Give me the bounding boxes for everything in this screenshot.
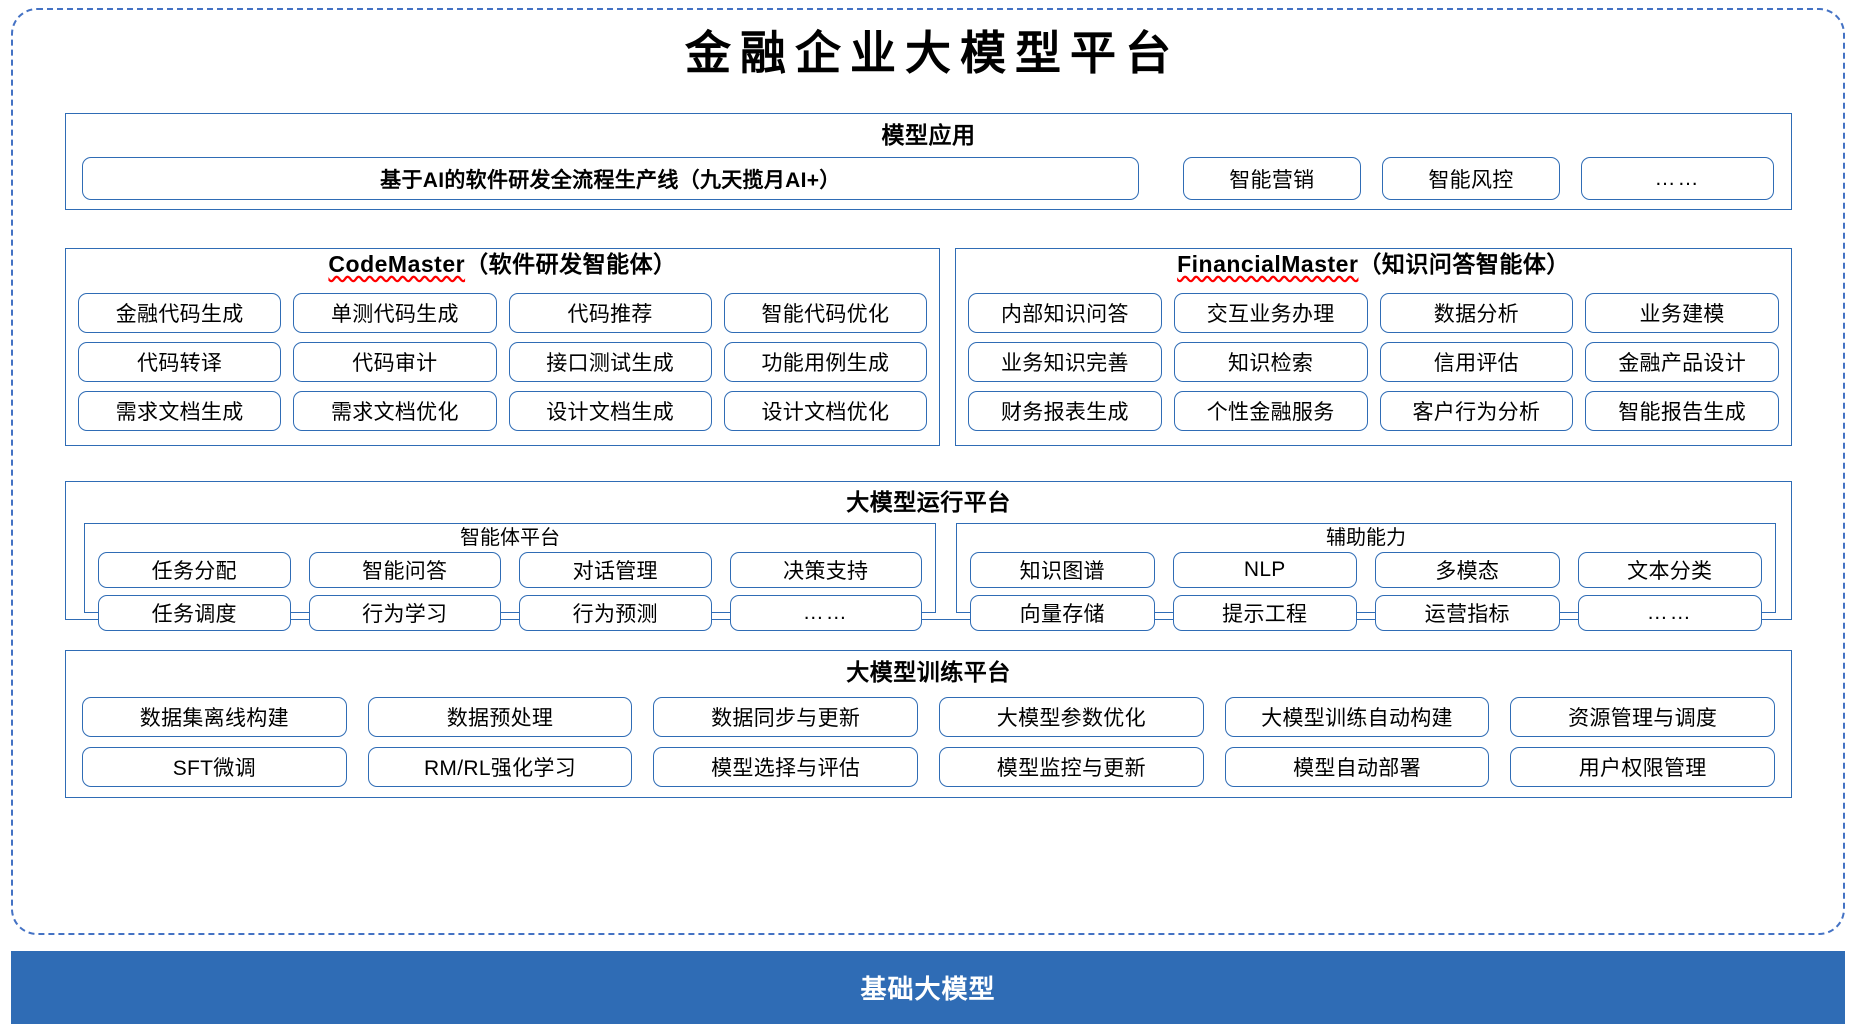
financialmaster-capability-10[interactable]: 客户行为分析 (1379, 391, 1574, 431)
codemaster-capability-grid: 金融代码生成 单测代码生成 代码推荐 智能代码优化 代码转译 代码审计 接口测试… (78, 293, 927, 431)
subsection-title-auxiliary-capability: 辅助能力 (1326, 527, 1406, 549)
financialmaster-capability-1[interactable]: 交互业务办理 (1173, 293, 1368, 333)
financialmaster-capability-9[interactable]: 个性金融服务 (1173, 391, 1368, 431)
section-training-platform: 大模型训练平台 数据集离线构建 数据预处理 数据同步与更新 大模型参数优化 大模… (65, 650, 1792, 798)
financialmaster-capability-4[interactable]: 业务知识完善 (968, 342, 1162, 382)
training-item-6[interactable]: SFT微调 (82, 747, 347, 787)
financialmaster-name-suffix: （知识问答智能体） (1358, 251, 1570, 277)
application-item-0[interactable]: 智能营销 (1182, 157, 1361, 200)
financialmaster-capability-0[interactable]: 内部知识问答 (968, 293, 1162, 333)
agent-platform-item-4[interactable]: 任务调度 (98, 595, 291, 631)
codemaster-capability-4[interactable]: 代码转译 (78, 342, 282, 382)
financialmaster-capability-grid: 内部知识问答 交互业务办理 数据分析 业务建模 业务知识完善 知识检索 信用评估… (968, 293, 1779, 431)
codemaster-capability-10[interactable]: 设计文档生成 (508, 391, 712, 431)
auxiliary-item-5[interactable]: 提示工程 (1172, 595, 1357, 631)
section-runtime-platform: 大模型运行平台 智能体平台 任务分配 智能问答 对话管理 决策支持 任务调度 行… (65, 481, 1792, 631)
codemaster-capability-5[interactable]: 代码审计 (293, 342, 497, 382)
training-item-11[interactable]: 用户权限管理 (1510, 747, 1775, 787)
training-item-8[interactable]: 模型选择与评估 (653, 747, 918, 787)
financialmaster-capability-3[interactable]: 业务建模 (1585, 293, 1779, 333)
auxiliary-item-1[interactable]: NLP (1172, 552, 1357, 588)
section-title-runtime-platform: 大模型运行平台 (846, 489, 1011, 515)
financialmaster-capability-7[interactable]: 金融产品设计 (1585, 342, 1779, 382)
agent-platform-item-grid: 任务分配 智能问答 对话管理 决策支持 任务调度 行为学习 行为预测 …… (98, 552, 922, 631)
foundation-model-bar: 基础大模型 (11, 951, 1845, 1024)
training-item-4[interactable]: 大模型训练自动构建 (1224, 697, 1490, 737)
codemaster-capability-11[interactable]: 设计文档优化 (723, 391, 927, 431)
codemaster-capability-3[interactable]: 智能代码优化 (723, 293, 927, 333)
diagram-outer-frame (11, 8, 1845, 935)
subsection-auxiliary-capability: 辅助能力 知识图谱 NLP 多模态 文本分类 向量存储 提示工程 运营指标 …… (956, 523, 1776, 631)
auxiliary-item-0[interactable]: 知识图谱 (970, 552, 1155, 588)
codemaster-capability-0[interactable]: 金融代码生成 (78, 293, 282, 333)
agent-platform-item-2[interactable]: 对话管理 (519, 552, 712, 588)
financialmaster-capability-2[interactable]: 数据分析 (1379, 293, 1574, 333)
page-title: 金融企业大模型平台 (685, 26, 1180, 80)
section-title-training-platform: 大模型训练平台 (846, 659, 1011, 685)
financialmaster-capability-6[interactable]: 信用评估 (1379, 342, 1574, 382)
section-agent-financialmaster: FinancialMaster（知识问答智能体） 内部知识问答 交互业务办理 数… (955, 248, 1792, 446)
codemaster-name: CodeMaster (328, 251, 466, 277)
application-item-more[interactable]: …… (1581, 157, 1774, 200)
agent-platform-item-0[interactable]: 任务分配 (98, 552, 291, 588)
financialmaster-capability-5[interactable]: 知识检索 (1173, 342, 1368, 382)
auxiliary-item-2[interactable]: 多模态 (1375, 552, 1560, 588)
auxiliary-item-4[interactable]: 向量存储 (970, 595, 1155, 631)
auxiliary-capability-item-grid: 知识图谱 NLP 多模态 文本分类 向量存储 提示工程 运营指标 …… (970, 552, 1762, 631)
financialmaster-capability-8[interactable]: 财务报表生成 (968, 391, 1162, 431)
training-item-0[interactable]: 数据集离线构建 (82, 697, 347, 737)
training-item-10[interactable]: 模型自动部署 (1224, 747, 1490, 787)
section-agent-codemaster: CodeMaster（软件研发智能体） 金融代码生成 单测代码生成 代码推荐 智… (65, 248, 940, 446)
auxiliary-item-more[interactable]: …… (1577, 595, 1762, 631)
financialmaster-name: FinancialMaster (1177, 251, 1359, 277)
codemaster-capability-8[interactable]: 需求文档生成 (78, 391, 282, 431)
subsection-agent-platform: 智能体平台 任务分配 智能问答 对话管理 决策支持 任务调度 行为学习 行为预测… (84, 523, 936, 631)
training-item-1[interactable]: 数据预处理 (367, 697, 633, 737)
codemaster-capability-2[interactable]: 代码推荐 (508, 293, 712, 333)
agent-platform-item-6[interactable]: 行为预测 (519, 595, 712, 631)
codemaster-capability-6[interactable]: 接口测试生成 (508, 342, 712, 382)
training-item-2[interactable]: 数据同步与更新 (653, 697, 918, 737)
section-title-financialmaster: FinancialMaster（知识问答智能体） (956, 249, 1791, 279)
section-model-applications: 模型应用 基于AI的软件研发全流程生产线（九天揽月AI+） 智能营销 智能风控 … (65, 113, 1792, 210)
model-applications-row: 基于AI的软件研发全流程生产线（九天揽月AI+） 智能营销 智能风控 …… (82, 157, 1774, 200)
application-primary-pipeline[interactable]: 基于AI的软件研发全流程生产线（九天揽月AI+） (82, 157, 1139, 200)
subsection-title-agent-platform: 智能体平台 (460, 527, 560, 549)
codemaster-capability-9[interactable]: 需求文档优化 (293, 391, 497, 431)
training-item-9[interactable]: 模型监控与更新 (938, 747, 1204, 787)
codemaster-name-suffix: （软件研发智能体） (465, 251, 677, 277)
auxiliary-item-3[interactable]: 文本分类 (1577, 552, 1762, 588)
agent-platform-item-1[interactable]: 智能问答 (308, 552, 501, 588)
codemaster-capability-1[interactable]: 单测代码生成 (293, 293, 497, 333)
section-title-codemaster: CodeMaster（软件研发智能体） (66, 249, 939, 279)
agent-platform-item-more[interactable]: …… (729, 595, 922, 631)
foundation-model-label: 基础大模型 (860, 974, 996, 1004)
agent-platform-item-3[interactable]: 决策支持 (729, 552, 922, 588)
section-title-model-applications: 模型应用 (881, 122, 976, 148)
agent-platform-item-5[interactable]: 行为学习 (308, 595, 501, 631)
codemaster-capability-7[interactable]: 功能用例生成 (723, 342, 927, 382)
application-item-1[interactable]: 智能风控 (1381, 157, 1561, 200)
training-platform-item-grid: 数据集离线构建 数据预处理 数据同步与更新 大模型参数优化 大模型训练自动构建 … (82, 697, 1775, 787)
financialmaster-capability-11[interactable]: 智能报告生成 (1585, 391, 1779, 431)
training-item-3[interactable]: 大模型参数优化 (938, 697, 1204, 737)
training-item-5[interactable]: 资源管理与调度 (1510, 697, 1775, 737)
training-item-7[interactable]: RM/RL强化学习 (367, 747, 633, 787)
auxiliary-item-6[interactable]: 运营指标 (1375, 595, 1560, 631)
